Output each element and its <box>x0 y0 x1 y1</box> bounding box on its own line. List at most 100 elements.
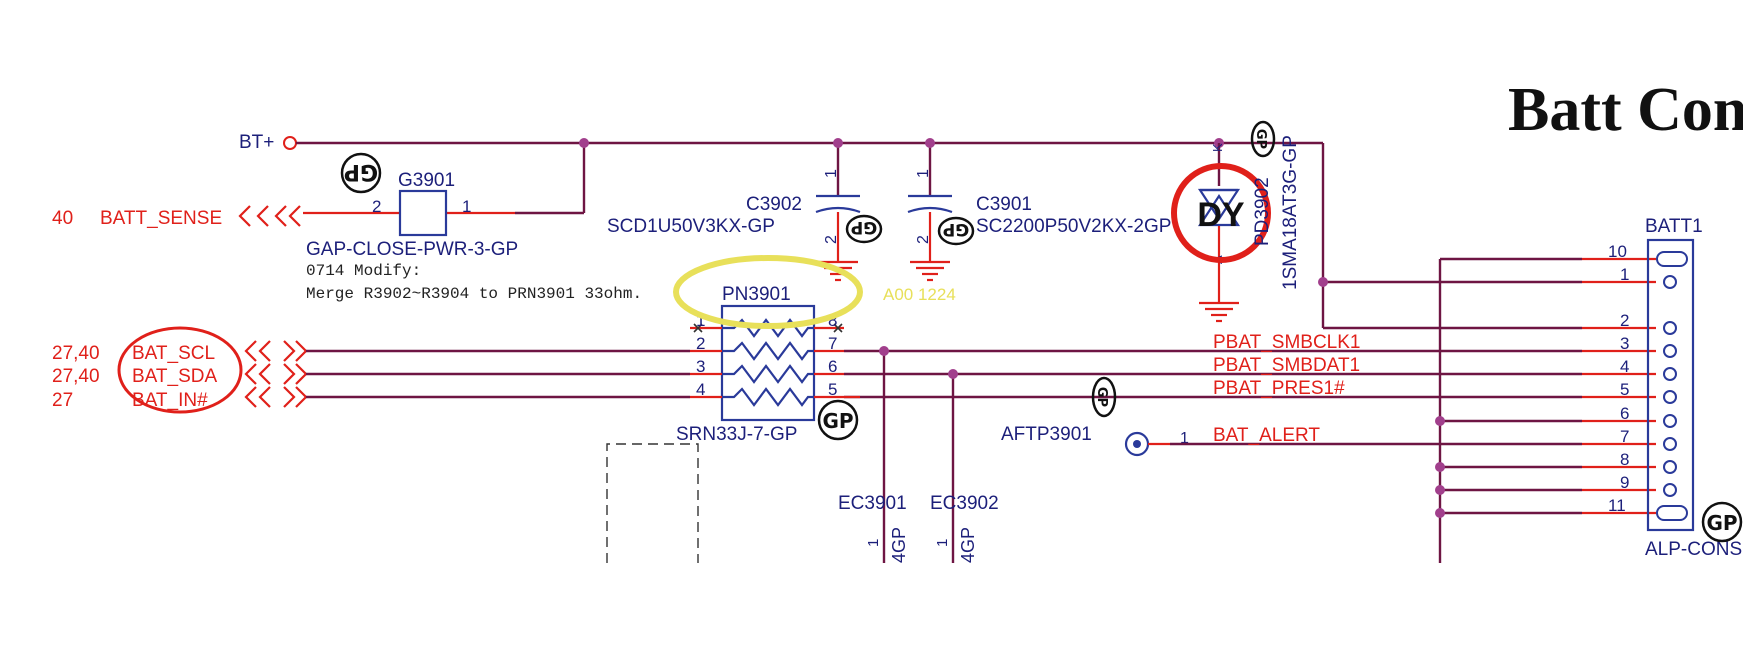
svg-text:GP: GP <box>822 409 853 433</box>
c3901-pin1: 1 <box>915 169 932 178</box>
junction-ec3902 <box>948 369 958 379</box>
batt1-pin-2: 2 <box>1620 311 1629 330</box>
offpage-connector-batt-sense <box>238 205 301 227</box>
gp-mark-diode-icon: GP <box>1250 120 1276 158</box>
c3901-plate-bottom <box>907 206 953 214</box>
net-label-batt-sense: BATT_SENSE <box>100 208 222 229</box>
pn3901-pin-3: 3 <box>696 357 705 376</box>
pn3901-pin-1: 1 <box>696 311 705 330</box>
ec3901-ref: EC3901 <box>838 493 907 514</box>
bt-plus-label: BT+ <box>239 132 274 153</box>
note-line-1: 0714 Modify: <box>306 262 421 280</box>
dashed-outline <box>606 443 699 563</box>
net-label-pbat-pres1: PBAT_PRES1# <box>1213 378 1345 399</box>
gp-mark-pres-icon: GP <box>1091 376 1117 418</box>
batt1-pin-7: 7 <box>1620 427 1629 446</box>
batt1-pin-8: 8 <box>1620 450 1629 469</box>
batt1-pin-9: 9 <box>1620 473 1629 492</box>
pn3901-pin-7: 7 <box>828 334 837 353</box>
c3902-part: SCD1U50V3KX-GP <box>607 216 775 237</box>
batt1-ref: BATT1 <box>1645 216 1703 237</box>
diode-part: 1SMA18AT3G-GP <box>1280 135 1301 290</box>
gp-mark-c3901-icon: GP <box>937 216 975 246</box>
diode-dy-mark: DY <box>1197 196 1245 234</box>
g3901-ref: G3901 <box>398 170 455 191</box>
ec3901-pin: 1 <box>865 539 882 547</box>
gp-mark-pn3901-icon: GP <box>817 399 859 441</box>
pn3901-ref: PN3901 <box>722 284 791 305</box>
offpage-connector-bat-sda <box>244 363 308 385</box>
junction-gnd-8 <box>1435 462 1445 472</box>
batt1-pin-1: 1 <box>1620 265 1629 284</box>
net-label-pbat-smbdat1: PBAT_SMBDAT1 <box>1213 355 1360 376</box>
ec3902-ref: EC3902 <box>930 493 999 514</box>
net-ref-batt-sense: 40 <box>52 208 73 229</box>
c3901-ground-icon <box>910 260 950 282</box>
net-ref-bat-sda: 27,40 <box>52 366 100 387</box>
batt1-pin-5: 5 <box>1620 380 1629 399</box>
junction-g3901 <box>579 138 589 148</box>
pn3901-pin-6: 6 <box>828 357 837 376</box>
tvs-diode-icon <box>1197 188 1241 227</box>
c3901-ref: C3901 <box>976 194 1032 215</box>
a00-revision-tag: A00 1224 <box>883 285 956 304</box>
junction-gnd-6 <box>1435 416 1445 426</box>
c3901-part: SC2200P50V2KX-2GP <box>976 216 1171 237</box>
offpage-connector-bat-in <box>244 386 308 408</box>
batt1-pin-4: 4 <box>1620 357 1629 376</box>
pn3901-pin-5: 5 <box>828 380 837 399</box>
batt1-pin-10: 10 <box>1608 242 1627 261</box>
sheet-title: Batt Con <box>1508 76 1743 144</box>
c3902-ref: C3902 <box>746 194 802 215</box>
svg-text:GP: GP <box>1706 511 1737 535</box>
g3901-part: GAP-CLOSE-PWR-3-GP <box>306 239 518 260</box>
batt1-pin-6: 6 <box>1620 404 1629 423</box>
g3901-pin1: 1 <box>462 197 471 216</box>
svg-text:GP: GP <box>943 219 969 239</box>
diode-pin-k: K <box>1210 143 1225 152</box>
net-ref-bat-scl: 27,40 <box>52 343 100 364</box>
ec3902-pin: 1 <box>934 539 951 547</box>
gp-mark-batt1-icon: GP <box>1701 501 1743 543</box>
pn3901-nc-mark-1-icon <box>693 323 703 333</box>
junction-ec3901 <box>879 346 889 356</box>
junction-batt-pin1 <box>1318 277 1328 287</box>
resistor-zigzag-icons <box>722 318 814 407</box>
net-label-bat-sda: BAT_SDA <box>132 366 218 387</box>
gp-mark-c3902-icon: GP <box>845 214 883 244</box>
svg-text:GP: GP <box>344 159 378 184</box>
svg-text:GP: GP <box>851 217 877 237</box>
junction-c3902 <box>833 138 843 148</box>
ec3902-part: 4GP <box>958 527 978 563</box>
c3902-pin2: 2 <box>823 235 840 244</box>
bt-plus-port <box>283 136 297 150</box>
aftp3901-pin: 1 <box>1180 430 1189 447</box>
svg-text:GP: GP <box>1094 387 1109 407</box>
diode-ground-icon <box>1199 301 1239 323</box>
pn3901-part: SRN33J-7-GP <box>676 424 797 445</box>
net-ref-bat-in: 27 <box>52 390 73 411</box>
net-label-bat-scl: BAT_SCL <box>132 343 215 364</box>
pn3901-pin-2: 2 <box>696 334 705 353</box>
pn3901-nc-mark-8-icon <box>833 323 843 333</box>
dy-highlight-circle <box>1171 163 1271 263</box>
junction-gnd-9 <box>1435 485 1445 495</box>
scl-sda-highlight-circle <box>117 326 243 414</box>
net-label-bat-alert: BAT_ALERT <box>1213 425 1320 446</box>
c3902-plate-bottom <box>815 206 861 214</box>
aftp3901-ref: AFTP3901 <box>1001 424 1092 445</box>
batt1-pin-circles <box>1656 251 1688 521</box>
pn3901-body <box>720 304 816 422</box>
svg-text:GP: GP <box>1253 129 1268 149</box>
c3902-pin1: 1 <box>823 169 840 178</box>
batt1-part: ALP-CONS <box>1645 539 1742 560</box>
batt1-body <box>1646 238 1695 532</box>
gp-mark-icon: GP <box>340 152 382 194</box>
offpage-connector-bat-scl <box>244 340 308 362</box>
testpoint-icon <box>1124 431 1150 457</box>
note-line-2: Merge R3902~R3904 to PRN3901 33ohm. <box>306 285 642 303</box>
net-label-bat-in: BAT_IN# <box>132 390 208 411</box>
batt1-pin-stubs <box>1582 257 1656 515</box>
pn3901-highlight-yellow <box>673 255 863 329</box>
